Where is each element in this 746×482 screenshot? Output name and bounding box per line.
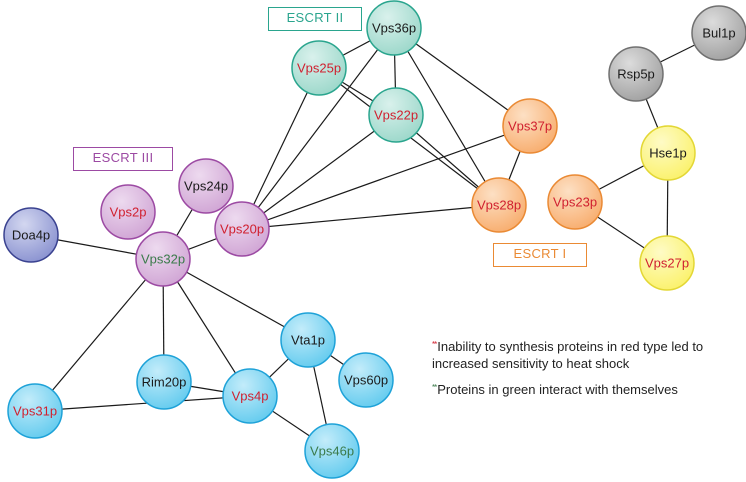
node-label-vta1p: Vta1p <box>291 333 325 348</box>
group-label-escrt-i: ESCRT I <box>493 243 587 267</box>
node-label-vps24p: Vps24p <box>184 179 228 194</box>
node-vps60p: Vps60p <box>338 352 394 408</box>
node-circle-vps25p <box>291 40 347 96</box>
node-vps25p: Vps25p <box>291 40 347 96</box>
node-doa4p: Doa4p <box>3 207 59 263</box>
node-circle-vps36p <box>366 0 422 56</box>
node-rsp5p: Rsp5p <box>608 46 664 102</box>
node-vps46p: Vps46p <box>304 423 360 479</box>
node-vps4p: Vps4p <box>222 368 278 424</box>
node-circle-rim20p <box>136 354 192 410</box>
node-circle-doa4p <box>3 207 59 263</box>
node-label-rim20p: Rim20p <box>142 375 187 390</box>
node-circle-vps22p <box>368 87 424 143</box>
node-vps28p: Vps28p <box>471 177 527 233</box>
node-label-vps46p: Vps46p <box>310 444 354 459</box>
node-label-doa4p: Doa4p <box>12 228 50 243</box>
node-label-vps25p: Vps25p <box>297 61 341 76</box>
node-circle-vps2p <box>100 184 156 240</box>
node-label-vps37p: Vps37p <box>508 119 552 134</box>
node-label-vps36p: Vps36p <box>372 21 416 36</box>
legend-green-type: **Proteins in green interact with themse… <box>432 379 742 398</box>
node-circle-vps28p <box>471 177 527 233</box>
node-label-vps60p: Vps60p <box>344 373 388 388</box>
node-hse1p: Hse1p <box>640 125 696 181</box>
legend-red-stars: ** <box>432 340 437 349</box>
edge-vps36p-vps20p <box>241 27 395 230</box>
edge-vps28p-vps20p <box>241 204 500 230</box>
node-circle-hse1p <box>640 125 696 181</box>
node-label-vps2p: Vps2p <box>110 205 147 220</box>
node-vta1p: Vta1p <box>280 312 336 368</box>
legend-red-type: **Inability to synthesis proteins in red… <box>432 336 742 372</box>
edge-vps32p-vps31p <box>34 258 164 412</box>
edge-vps37p-vps20p <box>241 125 531 230</box>
node-circle-vta1p <box>280 312 336 368</box>
node-vps24p: Vps24p <box>178 158 234 214</box>
node-circle-vps37p <box>502 98 558 154</box>
legend-red-text: Inability to synthesis proteins in red t… <box>432 339 704 371</box>
node-vps37p: Vps37p <box>502 98 558 154</box>
node-circle-bul1p <box>691 5 746 61</box>
node-label-vps23p: Vps23p <box>553 195 597 210</box>
node-circle-vps32p <box>135 231 191 287</box>
node-vps32p: Vps32p <box>135 231 191 287</box>
node-label-rsp5p: Rsp5p <box>617 67 655 82</box>
legend-green-text: Proteins in green interact with themselv… <box>437 382 678 397</box>
node-label-vps31p: Vps31p <box>13 404 57 419</box>
node-vps23p: Vps23p <box>547 174 603 230</box>
group-label-escrt-ii: ESCRT II <box>268 7 362 31</box>
node-circle-vps27p <box>639 235 695 291</box>
node-circle-vps24p <box>178 158 234 214</box>
node-circle-vps60p <box>338 352 394 408</box>
node-label-hse1p: Hse1p <box>649 146 687 161</box>
node-label-vps32p: Vps32p <box>141 252 185 267</box>
legend-green-stars: ** <box>432 383 437 392</box>
node-label-vps28p: Vps28p <box>477 198 521 213</box>
node-rim20p: Rim20p <box>136 354 192 410</box>
node-circle-rsp5p <box>608 46 664 102</box>
node-label-vps20p: Vps20p <box>220 222 264 237</box>
edge-vps25p-vps20p <box>241 67 320 230</box>
node-vps22p: Vps22p <box>368 87 424 143</box>
node-label-vps22p: Vps22p <box>374 108 418 123</box>
node-vps20p: Vps20p <box>214 201 270 257</box>
node-vps2p: Vps2p <box>100 184 156 240</box>
node-circle-vps46p <box>304 423 360 479</box>
node-label-vps27p: Vps27p <box>645 256 689 271</box>
node-vps36p: Vps36p <box>366 0 422 56</box>
edge-vps36p-vps37p <box>393 27 531 127</box>
node-circle-vps23p <box>547 174 603 230</box>
node-circle-vps31p <box>7 383 63 439</box>
edge-vps4p-vps31p <box>34 395 251 412</box>
node-label-bul1p: Bul1p <box>702 26 735 41</box>
group-label-escrt-iii: ESCRT III <box>73 147 173 171</box>
node-circle-vps20p <box>214 201 270 257</box>
node-label-vps4p: Vps4p <box>232 389 269 404</box>
node-bul1p: Bul1p <box>691 5 746 61</box>
node-vps31p: Vps31p <box>7 383 63 439</box>
edge-vps22p-vps20p <box>241 114 397 230</box>
node-vps27p: Vps27p <box>639 235 695 291</box>
node-circle-vps4p <box>222 368 278 424</box>
edge-vps36p-vps28p <box>393 27 500 206</box>
